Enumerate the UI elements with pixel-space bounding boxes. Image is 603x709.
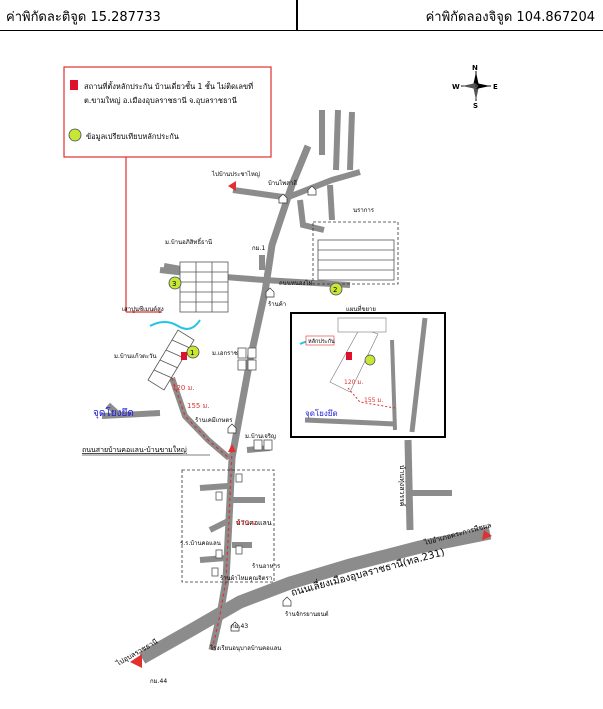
svg-text:N: N — [472, 64, 478, 72]
village-apisit — [179, 261, 229, 313]
label-narakran: นราการ — [353, 207, 375, 214]
legend-item1-line1: สถานที่ตั้งหลักประกัน บ้านเดี่ยวชั้น 1 ช… — [84, 81, 253, 91]
main-highway — [138, 526, 492, 664]
label-rao-food: ร้านอาหาร — [252, 563, 281, 570]
road-network — [101, 109, 452, 651]
svg-text:2: 2 — [333, 286, 337, 294]
label-road-name: ถนนสายบ้านคอแลน-บ้านขามใหญ่ — [82, 445, 187, 454]
label-dist-120: 120 ม. — [172, 384, 194, 392]
label-rao-pao: ร้านจักรยานยนต์ — [285, 610, 329, 618]
label-km44: กม.44 — [150, 678, 167, 685]
label-mu-ban-charoen: ม.บ้านเจริญ — [245, 433, 276, 440]
label-km1: กม.1 — [252, 245, 265, 252]
inset-grid — [329, 317, 387, 393]
legend-item1-line2: ต.ขามใหญ่ อ.เมืองอุบลราชธานี จ.อุบลราชธา… — [84, 96, 237, 105]
arrow-to-ubon-icon — [130, 654, 142, 668]
header-divider — [296, 0, 298, 30]
label-mu-ban-apisit: ม.บ้านอภิสิทธิ์ธานี — [165, 237, 212, 246]
latitude-text: ค่าพิกัดละติจูด 15.287733 — [6, 10, 161, 25]
label-km43: กม.43 — [231, 623, 248, 630]
svg-text:W: W — [452, 83, 460, 91]
inset-roads — [304, 317, 428, 433]
legend-box — [63, 66, 272, 158]
inset-dist-155: 155 ม. — [364, 397, 383, 404]
buildings-ekkarat — [237, 347, 257, 371]
label-mu-ban-kaew: ม.บ้านแก้วตะวัน — [114, 353, 157, 360]
inset-anchor-label: จุดโยงยึด — [305, 408, 338, 418]
inset-marker-icon — [364, 354, 376, 366]
label-ban-thung: บ้านทุ่งสวรรค์ — [398, 465, 406, 507]
river-icon — [149, 319, 201, 330]
village-kaew — [147, 329, 195, 391]
label-dist-470: 470 ม. — [236, 519, 258, 527]
ban-kho-laen-boundary — [181, 469, 275, 583]
buildings-charoen — [253, 439, 273, 451]
arrow-to-prachayai-icon — [228, 181, 236, 191]
label-rao-kaset: ร้านเคมีเกษตร — [195, 416, 233, 424]
label-nong-khai: ถนนหนองไผ่ — [279, 279, 312, 287]
label-dist-155: 155 ม. — [187, 402, 209, 410]
arrow-point-icon — [228, 444, 236, 452]
label-school: ร.ร.บ้านคอแลน — [180, 540, 221, 547]
svg-text:S: S — [473, 102, 478, 110]
narakran-boundary — [312, 221, 399, 285]
svg-text:1: 1 — [190, 349, 194, 357]
marker-2-icon — [329, 282, 343, 296]
label-ekkarat: ม.เอกราช — [212, 350, 238, 357]
buildings-kho-laen — [211, 473, 243, 577]
marker-1-icon — [186, 345, 200, 359]
label-inset-title: แผนที่ขยาย — [346, 305, 376, 313]
label-anchor-point: จุดโยงยึด — [93, 406, 134, 419]
coordinate-header: ค่าพิกัดละติจูด 15.287733 ค่าพิกัดลองจิจ… — [0, 0, 603, 31]
inset-collateral-icon — [346, 352, 352, 360]
house-icons — [227, 185, 317, 632]
collateral-marker-icon — [181, 352, 187, 360]
longitude-text: ค่าพิกัดลองจิจูด 104.867204 — [425, 10, 595, 25]
village-narakran — [317, 239, 395, 281]
label-ban-phaihai: บ้านไพสาลี — [268, 179, 297, 187]
marker-3-icon — [168, 276, 182, 290]
arrow-to-trakan-icon — [482, 530, 492, 540]
compass-icon: N S W E — [452, 64, 498, 110]
label-rao-pha: ร้านผ้าไหมคุณจิตรา — [220, 574, 272, 582]
inset-dist-120: 120 ม. — [344, 379, 363, 386]
label-ban-kho-laen: บ้านคอแลน — [236, 519, 272, 527]
svg-text:E: E — [493, 83, 498, 91]
legend-item2: ข้อมูลเปรียบเทียบหลักประกัน — [86, 132, 179, 141]
label-sao-cement: เสาปูนซีเมนต์สูง — [122, 305, 164, 313]
route-155m — [171, 377, 230, 459]
label-to-prachayai: ไปบ้านประชาไหญ่ — [211, 170, 260, 178]
legend-red-marker — [70, 80, 78, 90]
svg-text:3: 3 — [172, 280, 176, 288]
label-rao-sak: ร้านค้า — [268, 301, 286, 308]
inset-collateral-label: หลักประกัน — [308, 338, 335, 345]
label-school-kho-laen: โรงเรียนอนุบาลบ้านคอแลน — [210, 644, 281, 652]
legend-green-marker — [68, 128, 82, 142]
